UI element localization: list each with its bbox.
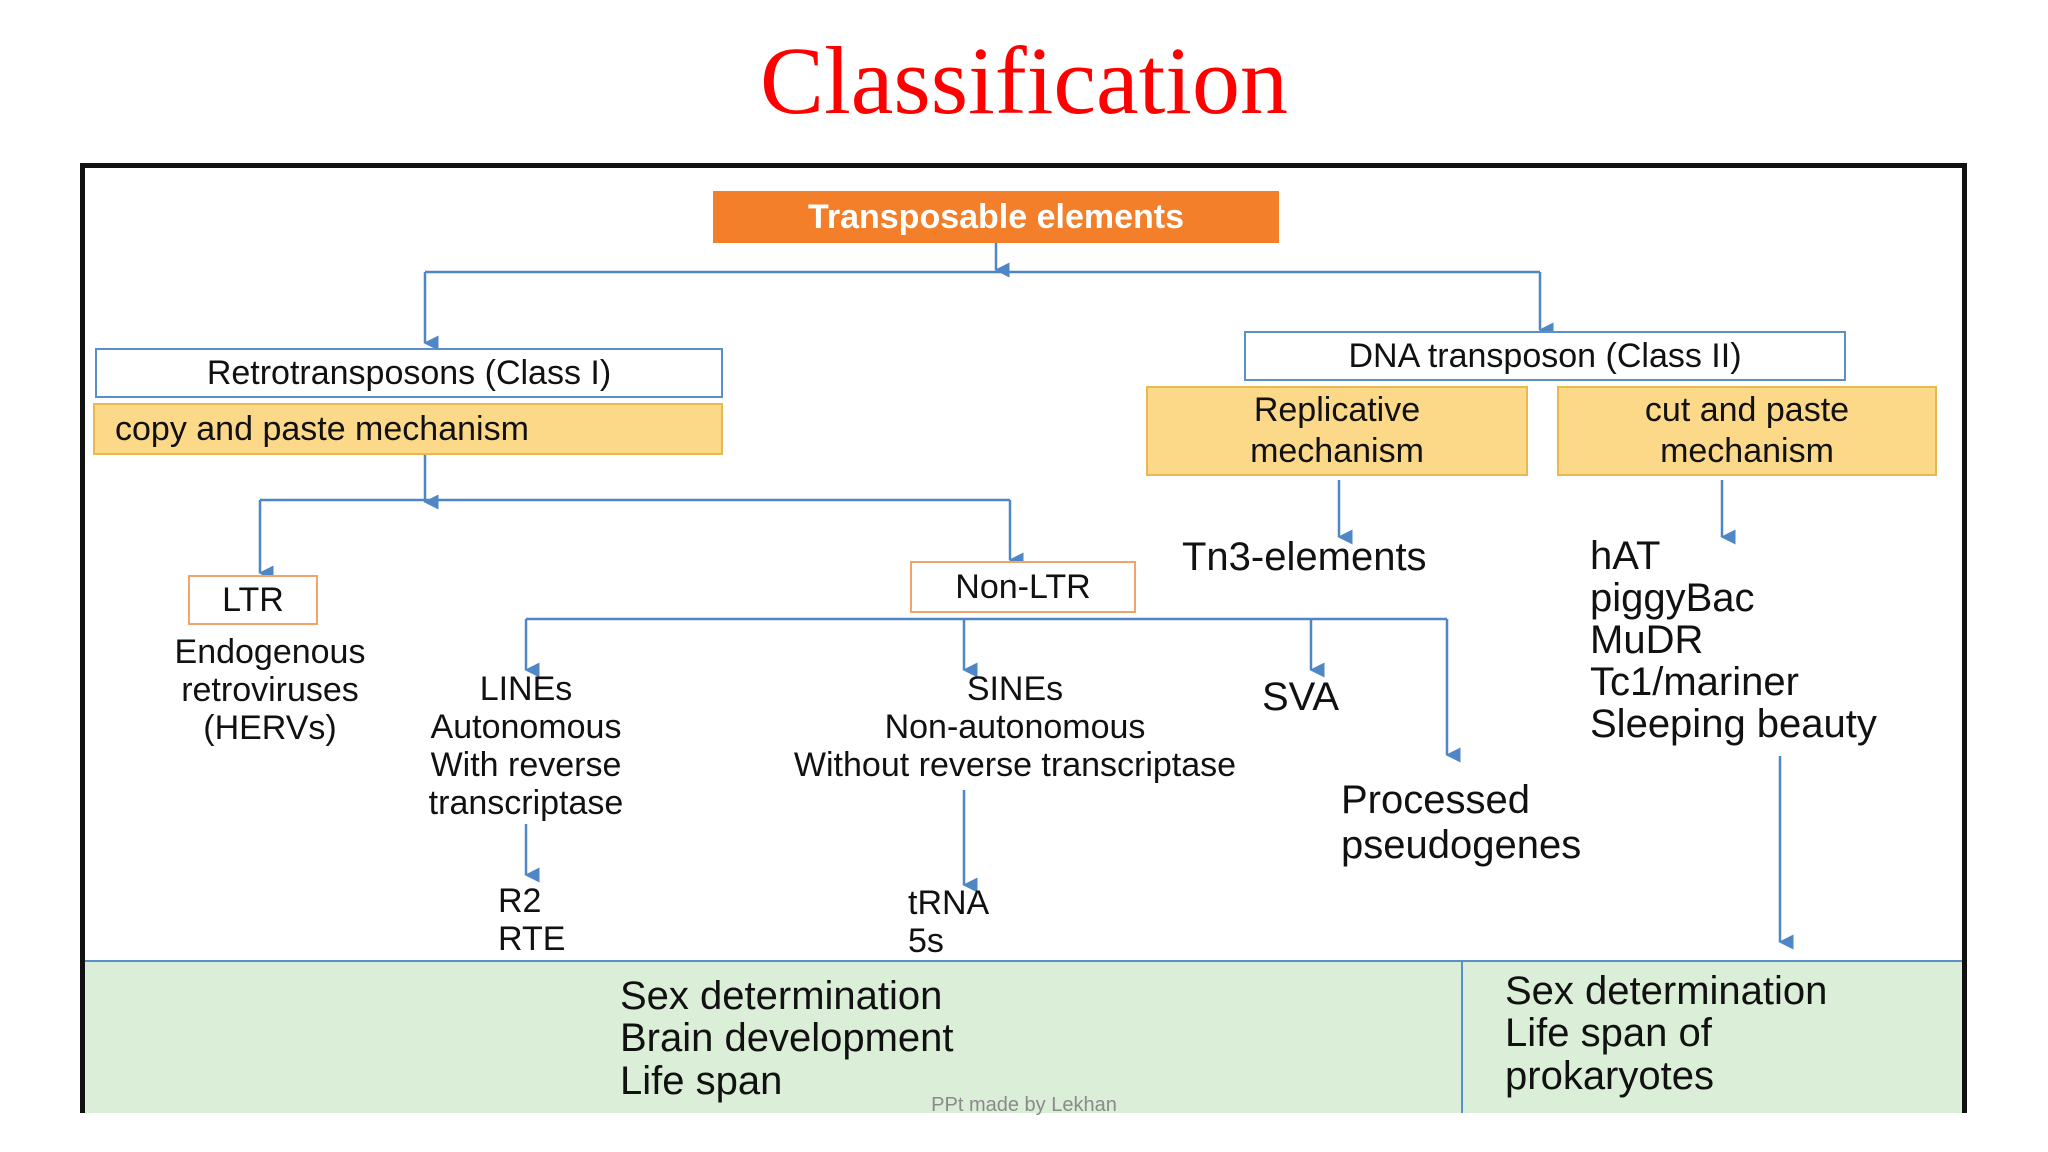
cut-paste-examples: hAT piggyBac MuDR Tc1/mariner Sleeping b… — [1590, 534, 1877, 746]
non-ltr-node: Non-LTR — [910, 561, 1136, 613]
functions-panel-right — [1463, 960, 1962, 1113]
slide-title: Classification — [760, 27, 1288, 134]
sines-description: SINEs Non-autonomous Without reverse tra… — [793, 670, 1237, 785]
processed-pseudogenes: Processed pseudogenes — [1341, 778, 1582, 867]
ltr-node: LTR — [188, 575, 318, 625]
root-node: Transposable elements — [713, 191, 1279, 243]
class2-title: DNA transposon (Class II) — [1244, 331, 1846, 381]
ltr-description: Endogenous retroviruses (HERVs) — [174, 633, 366, 748]
panel-divider — [1461, 960, 1463, 1113]
tn3-elements: Tn3-elements — [1182, 535, 1427, 579]
functions-left: Sex determination Brain development Life… — [620, 974, 954, 1103]
class1-title: Retrotransposons (Class I) — [95, 348, 723, 398]
class1-mechanism: copy and paste mechanism — [93, 403, 723, 455]
cut-paste-mechanism: cut and paste mechanism — [1557, 386, 1937, 476]
lines-description: LINEs Autonomous With reverse transcript… — [428, 670, 624, 823]
functions-panel-left — [85, 960, 1461, 1113]
sva-node: SVA — [1262, 675, 1340, 719]
sines-examples: tRNA 5s — [908, 884, 990, 961]
replicative-mechanism: Replicative mechanism — [1146, 386, 1528, 476]
footer-credit: PPt made by Lekhan — [931, 1094, 1117, 1116]
functions-right: Sex determination Life span of prokaryot… — [1505, 969, 1828, 1098]
lines-examples: R2 RTE — [498, 882, 566, 959]
